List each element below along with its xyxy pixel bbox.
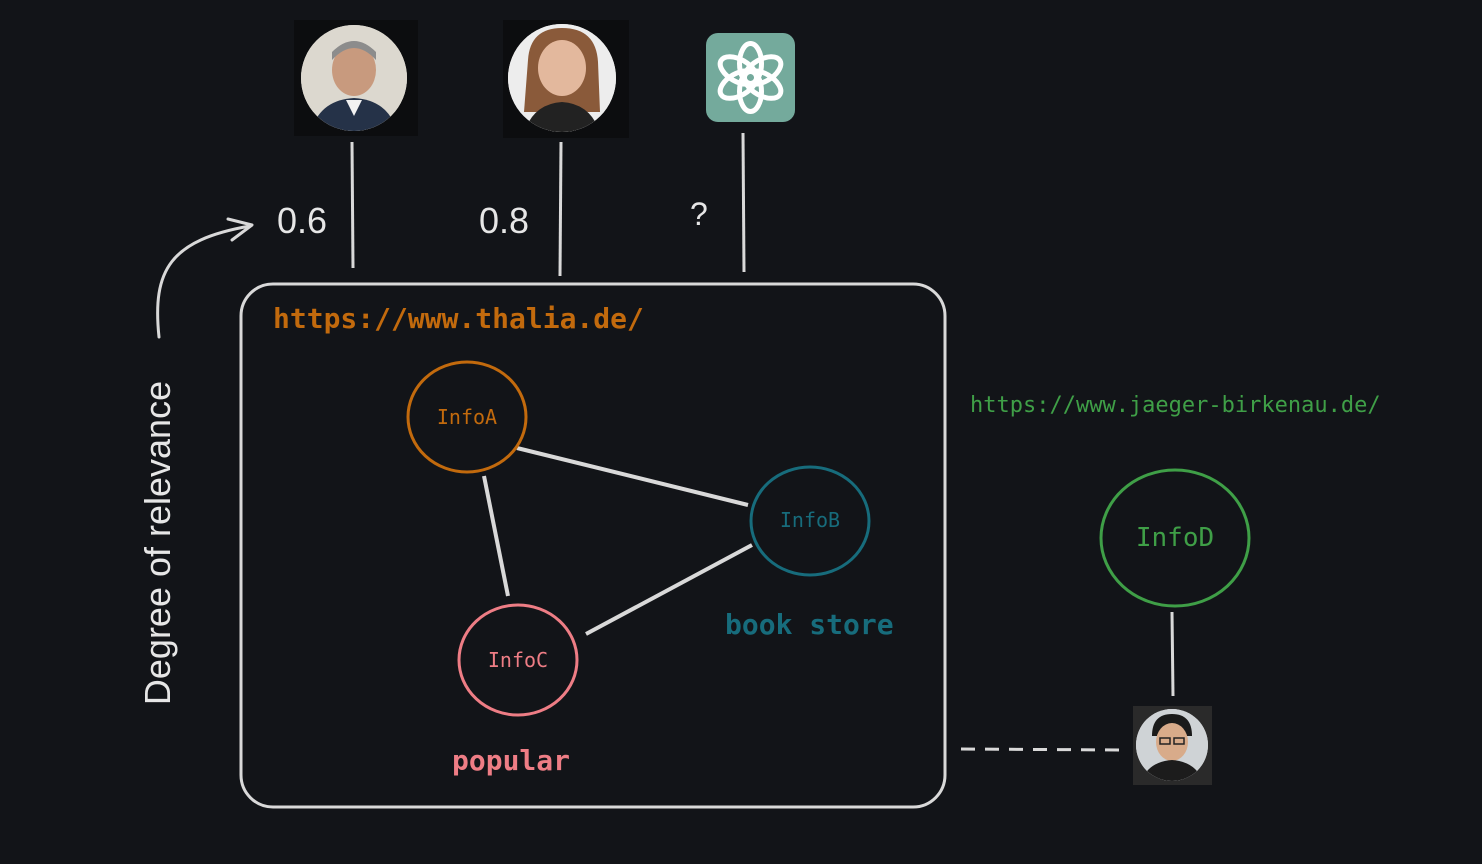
thalia-site-frame [239,282,947,809]
relevance-arrow [156,224,252,339]
edge-infoA-infoB [516,446,749,507]
dashed-connector [960,747,1123,752]
connector-person2 [558,141,563,277]
node-infoB-label: InfoB [779,508,841,532]
node-infoC-label: InfoC [487,648,549,672]
person-avatar-2 [503,20,629,138]
tag-popular: popular [452,744,571,777]
tag-book-store: book store [725,608,894,641]
thalia-url: https://www.thalia.de/ [273,302,644,335]
connector-person1 [350,141,355,269]
score-person1: 0.6 [277,200,328,241]
node-infoD-circle [1099,468,1251,608]
node-infoA-label: InfoA [436,405,498,429]
relevance-arrowhead [226,217,254,242]
score-person2: 0.8 [479,200,530,241]
connector-infoD-person [1170,611,1175,697]
node-infoA-circle [406,360,528,474]
edge-infoA-infoC [482,475,510,597]
connector-chatgpt [741,132,746,273]
node-infoB-circle [749,465,871,577]
relevance-axis-label: Degree of relevance [137,380,178,706]
edge-infoB-infoC [585,543,753,636]
person-avatar-3 [1133,706,1212,785]
score-chatgpt: ? [690,196,708,232]
person-avatar-1 [294,20,418,136]
chatgpt-logo-icon [706,33,795,122]
node-infoC-circle [457,603,579,717]
jaeger-birkenau-url: https://www.jaeger-birkenau.de/ [970,393,1381,418]
node-infoD-label: InfoD [1135,523,1215,553]
